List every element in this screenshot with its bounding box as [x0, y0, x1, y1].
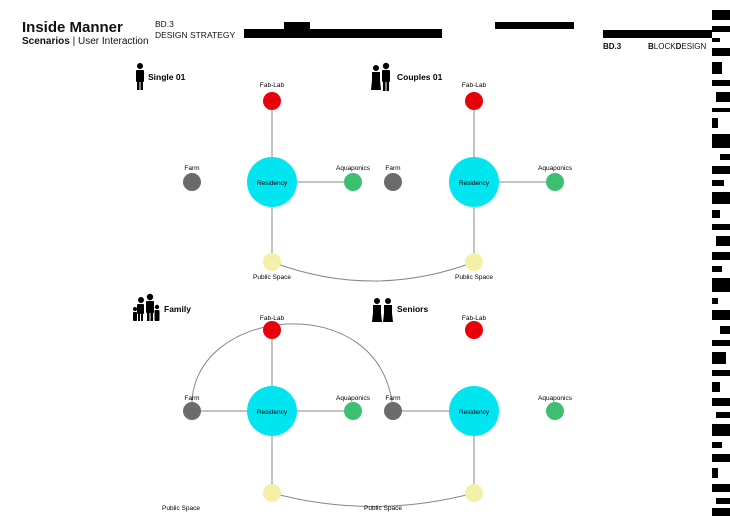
side-pattern [712, 10, 730, 516]
aquaponics-node [546, 173, 564, 191]
edges [191, 101, 555, 507]
aquaponics-node [344, 173, 362, 191]
farm-node [384, 173, 402, 191]
public-space-node [465, 253, 483, 271]
fablab-node [465, 321, 483, 339]
fablab-node [263, 321, 281, 339]
public-space-node [263, 253, 281, 271]
farm-label: Farm [184, 395, 199, 402]
edge-s3-arc [191, 323, 394, 412]
farm-label: Farm [385, 165, 400, 172]
fablab-label: Fab-Lab [462, 82, 487, 89]
aquaponics-label: Aquaponics [336, 165, 371, 172]
public-space-label: Public Space [253, 274, 291, 281]
brand-name: BLOCKDESIGN [648, 42, 707, 51]
residency-node [449, 386, 499, 436]
farm-label: Farm [385, 395, 400, 402]
seniors-icon [372, 298, 393, 322]
scenario-family: Family Fab-Lab Farm Residency Aquaponics… [133, 293, 371, 512]
residency-label: Residency [459, 409, 490, 416]
residency-node [247, 157, 297, 207]
aquaponics-label: Aquaponics [538, 395, 573, 402]
page-title: Inside Manner [22, 19, 123, 36]
residency-node [449, 157, 499, 207]
header-bar-2 [284, 22, 310, 30]
fablab-node [263, 92, 281, 110]
fablab-node [465, 92, 483, 110]
header-bar-1 [244, 29, 442, 38]
edge-public-link-bottom [271, 492, 475, 507]
farm-node [183, 402, 201, 420]
scenario-title: Family [164, 304, 191, 314]
section-code-label: BD.3 [155, 19, 174, 29]
couple-icon [371, 62, 390, 91]
brand-code: BD.3 [603, 42, 622, 51]
fablab-label: Fab-Lab [462, 315, 487, 322]
scenario-single: Single 01 Fab-Lab Farm Residency Aquapon… [136, 63, 371, 281]
scenario-title: Single 01 [148, 72, 186, 82]
residency-node [247, 386, 297, 436]
subtitle-user-interaction: User Interaction [77, 36, 149, 47]
scenario-title: Couples 01 [397, 72, 443, 82]
farm-node [183, 173, 201, 191]
public-space-node [465, 484, 483, 502]
farm-label: Farm [184, 165, 199, 172]
residency-label: Residency [257, 180, 288, 187]
public-space-label: Public Space [455, 274, 493, 281]
residency-label: Residency [257, 409, 288, 416]
aquaponics-label: Aquaponics [336, 395, 371, 402]
section-name: DESIGN STRATEGY [155, 30, 236, 40]
fablab-label: Fab-Lab [260, 315, 285, 322]
farm-node [384, 402, 402, 420]
header-bar-3 [495, 22, 574, 29]
header-bar-4 [603, 30, 712, 38]
public-space-label: Public Space [162, 505, 200, 512]
aquaponics-label: Aquaponics [538, 165, 573, 172]
scenario-couples: Couples 01 Fab-Lab Farm Residency Aquapo… [371, 62, 573, 281]
aquaponics-node [344, 402, 362, 420]
fablab-label: Fab-Lab [260, 82, 285, 89]
single-person-icon [136, 63, 144, 90]
scenario-title: Seniors [397, 304, 428, 314]
subtitle-separator: | [69, 36, 78, 47]
subtitle-scenarios: Scenarios [22, 36, 70, 47]
public-space-node [263, 484, 281, 502]
scenario-seniors: Seniors Fab-Lab Farm Residency Aquaponic… [364, 298, 573, 512]
aquaponics-node [546, 402, 564, 420]
residency-label: Residency [459, 180, 490, 187]
page-subtitle: Scenarios | User Interaction [22, 36, 149, 47]
family-icon [133, 293, 160, 321]
edge-public-link-top [271, 261, 475, 282]
public-space-label: Public Space [364, 505, 402, 512]
